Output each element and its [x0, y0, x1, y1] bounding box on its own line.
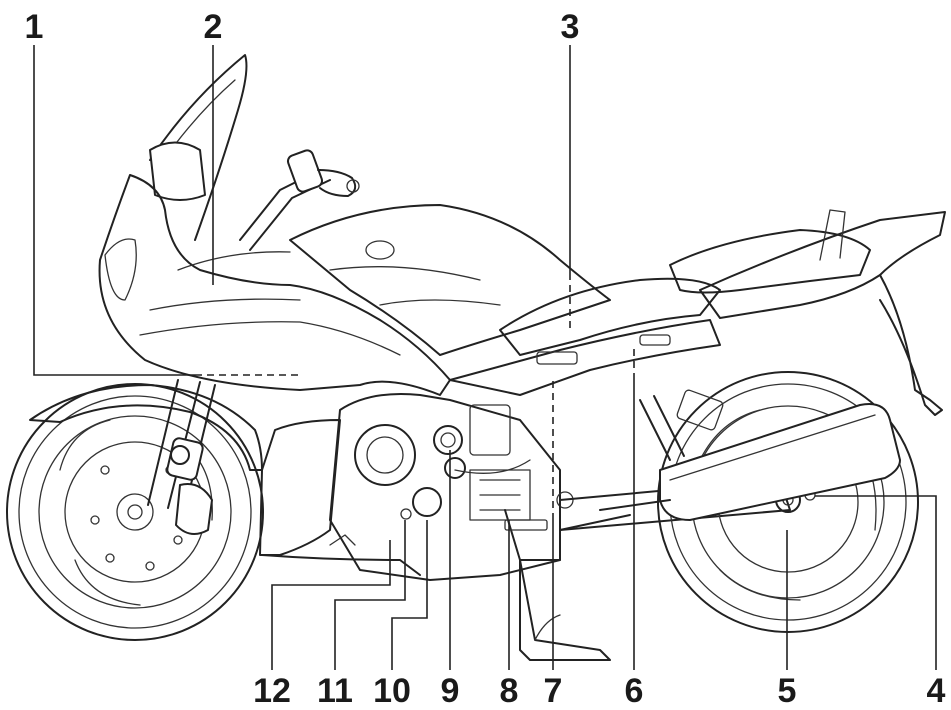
- windscreen: [149, 54, 248, 241]
- leader-11: [334, 520, 406, 670]
- callout-2: 2: [204, 8, 223, 46]
- rear-shock: [639, 399, 671, 461]
- leader-10: [391, 520, 428, 670]
- leader-lines: [33, 45, 937, 670]
- lower-cowl: [259, 419, 341, 556]
- handlebar: [239, 149, 360, 251]
- leader-4: [815, 495, 937, 670]
- rear-seat: [669, 229, 871, 294]
- callout-numbers: 1 2 3 4 5 6 7 8 9 10 11 12: [25, 8, 946, 710]
- side-frame: [449, 319, 721, 396]
- callout-1: 1: [25, 8, 44, 46]
- callout-6: 6: [625, 672, 644, 710]
- motorcycle-illustration: [6, 54, 946, 661]
- exhaust-muffler: [659, 403, 901, 521]
- front-fender: [29, 384, 263, 471]
- mirror: [149, 141, 206, 201]
- tail-section: [699, 211, 946, 319]
- callout-9: 9: [441, 672, 460, 710]
- callout-11: 11: [317, 672, 353, 710]
- side-stand: [519, 559, 611, 661]
- seat: [499, 277, 721, 356]
- leader-1: [33, 45, 195, 376]
- rear-fender: [879, 274, 943, 416]
- callout-5: 5: [778, 672, 797, 710]
- leader-12: [271, 540, 391, 670]
- engine: [329, 393, 561, 581]
- callout-12: 12: [253, 672, 291, 710]
- callout-8: 8: [500, 672, 519, 710]
- callout-4: 4: [927, 672, 946, 710]
- callout-10: 10: [373, 672, 411, 710]
- front-fairing: [98, 174, 451, 396]
- front-forks: [147, 379, 216, 535]
- fuel-tank: [289, 204, 611, 356]
- callout-7: 7: [544, 672, 563, 710]
- callout-3: 3: [561, 8, 580, 46]
- front-wheel: [6, 383, 264, 641]
